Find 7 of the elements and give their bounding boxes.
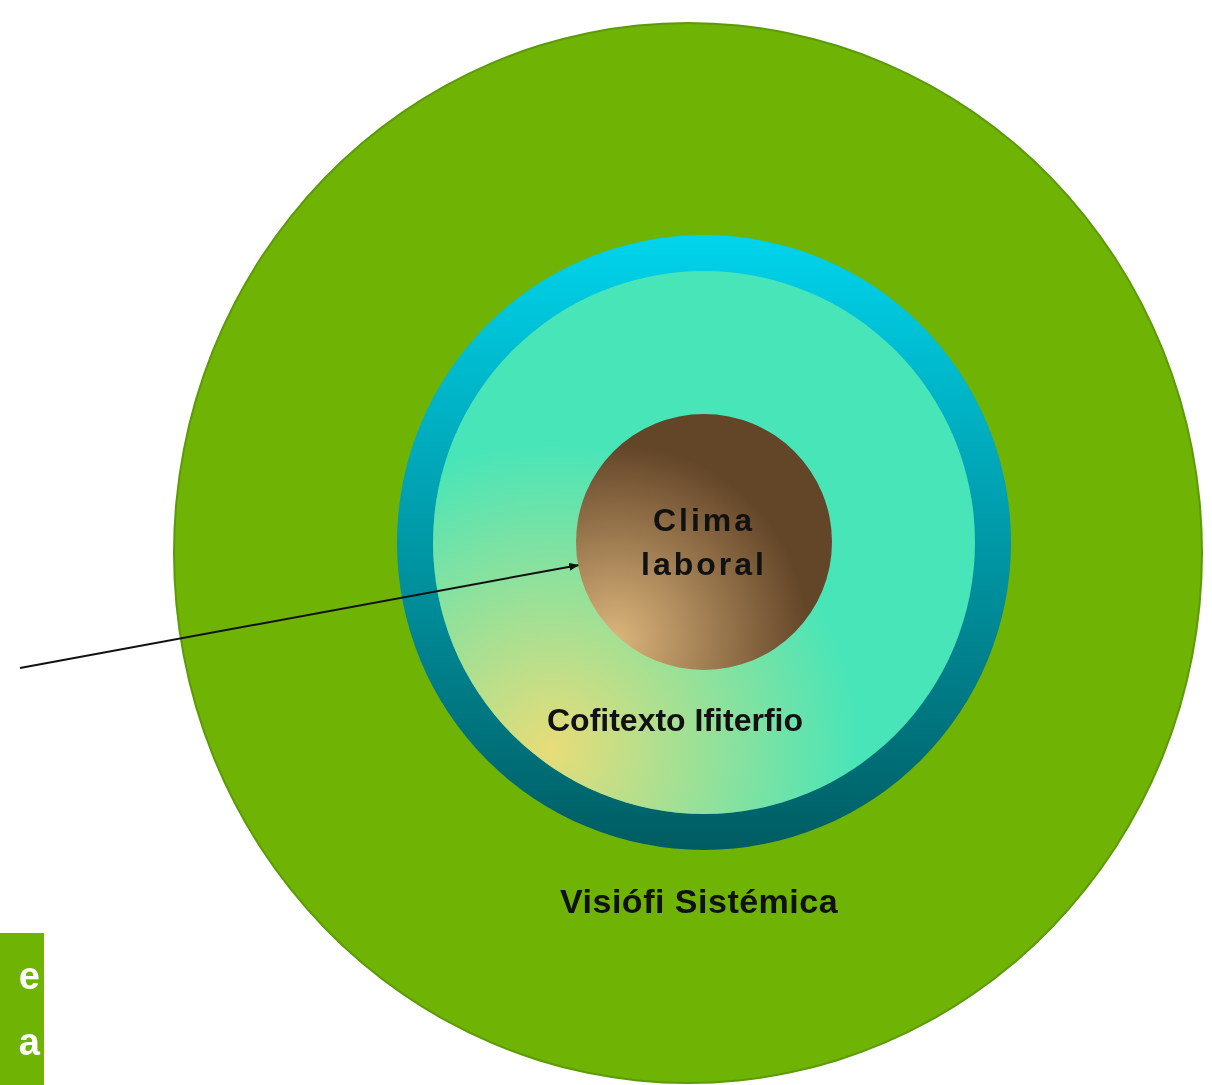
node-label: a (17, 1021, 40, 1064)
node-label: Clima laboral (640, 501, 768, 584)
node-label: Visiófi Sistémica (560, 882, 839, 921)
node-label: Cofitexto Ifiterfio (547, 702, 803, 739)
side-panel (0, 933, 44, 1085)
node-label: e (17, 955, 40, 998)
arrow (19, 562, 580, 669)
